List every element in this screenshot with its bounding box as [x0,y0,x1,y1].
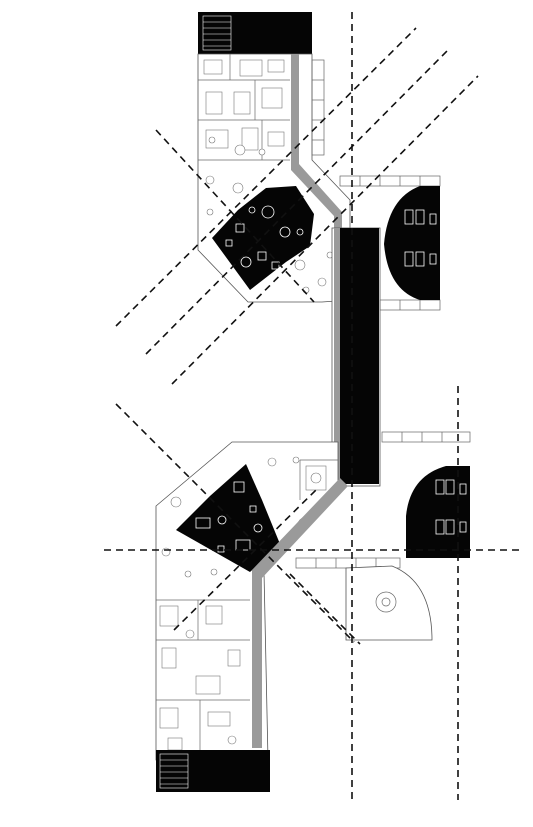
north-stair-treads [202,15,232,51]
north-room-partitions [198,54,290,161]
north-lounge-furniture [225,205,304,270]
upper-pavilion-seats [404,209,437,267]
east-pavilion-lower [295,431,471,569]
north-railing [311,59,325,156]
central-bridge-bar [339,228,379,484]
north-stair-block [198,12,312,54]
north-lounge-polygon [212,186,314,290]
bridge-walkway [334,228,340,484]
central-bridge [331,227,381,487]
south-room-partitions [156,459,338,760]
north-corridor [291,54,342,228]
east-pavilion-upper [339,175,441,311]
east-pavilion-upper-shape [384,186,440,300]
quarter-circle-plaza [345,565,433,641]
south-lounge-polygon [176,464,280,572]
lower-pavilion-seats [435,479,467,535]
south-lounge-furniture [195,481,263,553]
north-building [197,12,351,303]
plaza-fountain-outer [375,591,397,613]
dashed-axis-lines [104,12,520,800]
north-room-furniture [203,59,334,294]
south-stair-treads [159,753,189,789]
south-room-furniture [159,456,327,751]
south-corridor [252,478,348,748]
south-stair-block [156,750,270,792]
plaza-fountain-inner [381,597,391,607]
south-building [155,441,348,792]
